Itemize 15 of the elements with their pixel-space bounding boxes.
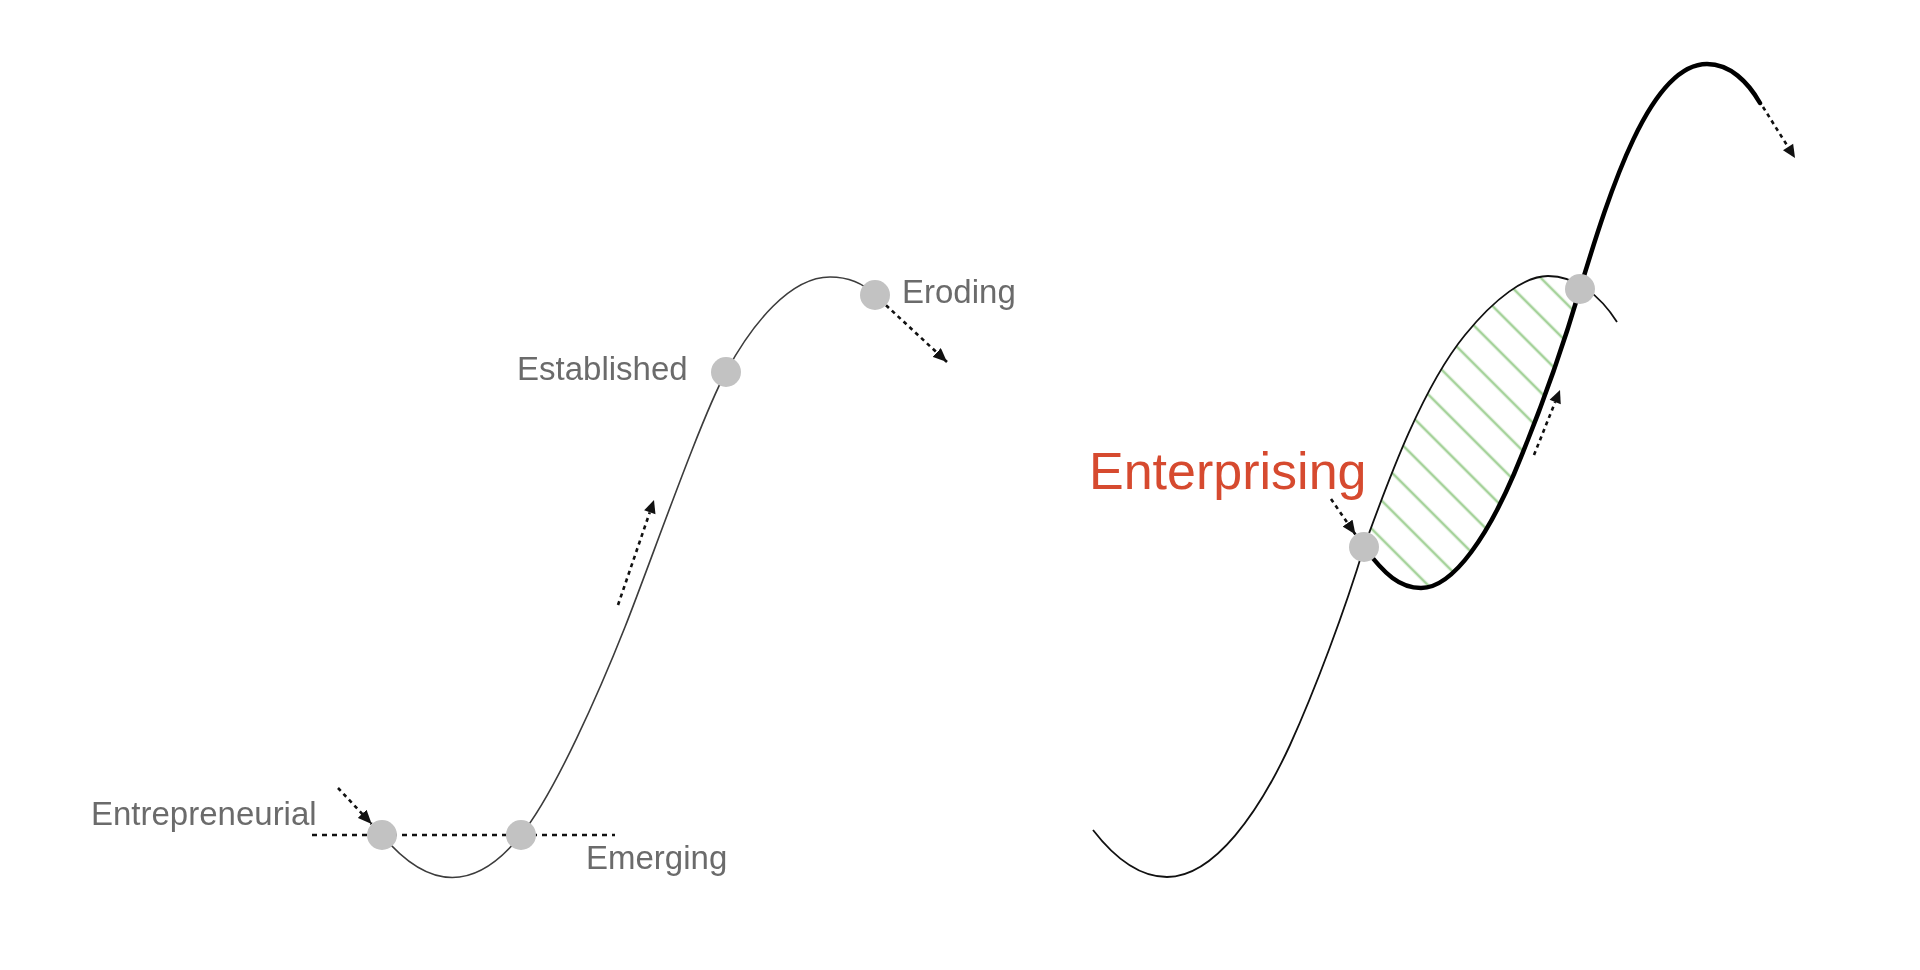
stage-dot [367,820,397,850]
dashed-line [312,833,615,837]
stage-label: Entrepreneurial [91,795,317,833]
stage-dot [711,357,741,387]
stage-label: Established [517,350,688,388]
stage-dot [1565,274,1595,304]
dashed-arrow [885,304,948,363]
stage-label: Enterprising [1089,442,1367,502]
stage-dot [506,820,536,850]
dashed-arrow [337,787,373,825]
dashed-arrow [1329,498,1357,536]
stage-label: Eroding [902,273,1016,311]
stage-label: Emerging [586,839,728,877]
stage-dot [860,280,890,310]
stage-dot [1349,532,1379,562]
